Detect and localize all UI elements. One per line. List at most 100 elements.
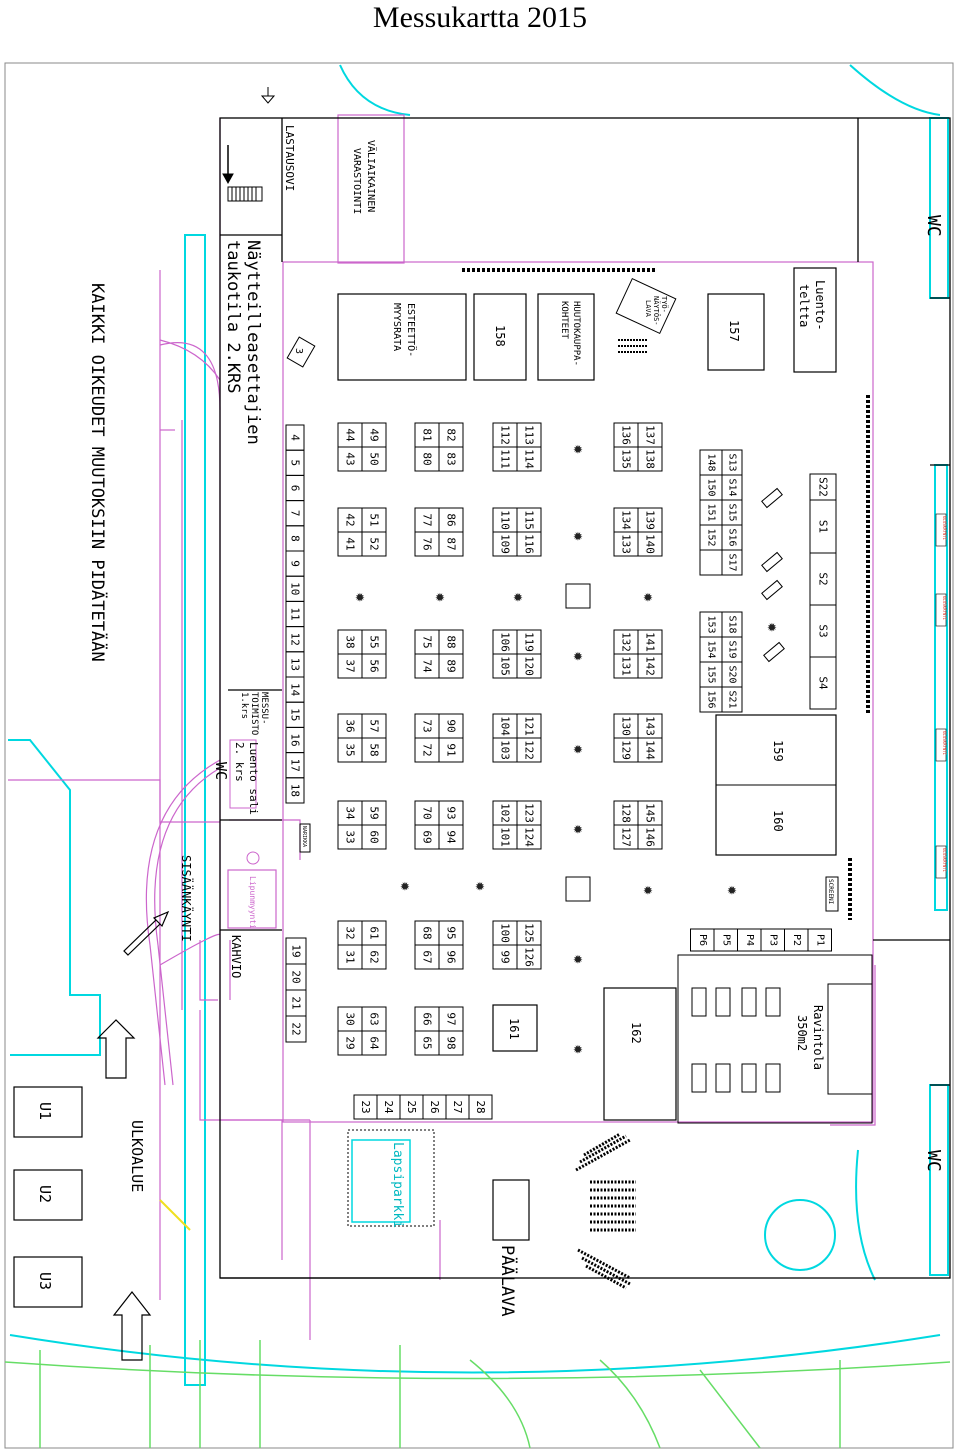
booth-52: 52: [368, 537, 381, 550]
booth-103: 103: [499, 740, 512, 760]
exit-sign-box: [935, 513, 947, 547]
booth-p6-box: [690, 928, 715, 952]
booth-s13: S13: [727, 453, 738, 471]
booth-123: 123: [523, 803, 536, 823]
booth-50: 50: [368, 452, 381, 465]
plant-marker: [565, 876, 591, 902]
booth-35: 35: [344, 743, 357, 756]
lastausovi-label: LASTAUSOVI: [283, 125, 296, 191]
booth-99: 99: [499, 950, 512, 963]
messutoimisto-label-2: TOIMISTO: [249, 692, 259, 735]
tyo-label-2: NÄYTÖS-: [652, 296, 661, 326]
booth-63: 63: [368, 1012, 381, 1025]
stairs: [222, 87, 276, 202]
booth-116: 116: [523, 534, 536, 554]
huutokauppa-label-1: HUUTOKAUPPA-: [571, 301, 581, 366]
ulkoalue-label: ULKOALUE: [128, 1120, 146, 1192]
booth-115: 115: [523, 510, 536, 530]
booth-52-box: [361, 531, 387, 557]
luentoteltta-label-2: teltta: [797, 284, 811, 327]
booth-67: 67: [421, 950, 434, 963]
lipunmyynti-label: Lipunmyynti: [248, 876, 257, 929]
booth-144: 144: [644, 740, 657, 760]
booth-s15: S15: [727, 503, 738, 521]
booth-64: 64: [368, 1036, 381, 1050]
booth-28-box: [468, 1094, 493, 1120]
booth-126-box: [516, 944, 542, 970]
booth-126: 126: [523, 947, 536, 967]
labels: KAIKKI OIKEUDET MUUTOKSIIN PIDÄTETÄÄN LA…: [87, 125, 944, 1317]
booth-151: 151: [706, 503, 717, 521]
booth-60: 60: [368, 830, 381, 843]
luentosali-label-1: Luento sali: [247, 742, 260, 815]
exit-sign-box: [935, 845, 947, 879]
booth-136: 136: [620, 425, 633, 445]
booth-p6: P6: [697, 934, 708, 946]
booth-90: 90: [445, 719, 458, 732]
booth-17: 17: [289, 759, 302, 772]
plant-icon: ✹: [475, 876, 485, 895]
booth-89: 89: [445, 659, 458, 672]
booth-140-box: [637, 531, 663, 557]
exit-sign: ULOSKÄYNTI: [942, 848, 947, 873]
booth-18: 18: [289, 784, 302, 797]
booth-156: 156: [706, 690, 717, 708]
booth-91-box: [438, 737, 464, 763]
booth-p5: P5: [720, 934, 731, 946]
booth-7: 7: [289, 510, 302, 517]
booth-96: 96: [445, 950, 458, 963]
booth-s3: S3: [817, 624, 830, 637]
booth-p1: P1: [814, 934, 825, 946]
booth-15: 15: [289, 708, 302, 721]
booth-96-box: [438, 944, 464, 970]
booth-153: 153: [706, 615, 717, 633]
booth-156-box: [699, 686, 723, 713]
booth-10: 10: [289, 582, 302, 595]
booth-56-box: [361, 653, 387, 679]
nayttely-label-1: Näytteilleasettajien: [243, 240, 263, 445]
booth-94-box: [438, 824, 464, 850]
booth-p2: P2: [791, 934, 802, 946]
booth-119: 119: [523, 632, 536, 652]
booth-12: 12: [289, 633, 302, 646]
booth-159: 159: [771, 740, 785, 762]
booth-120: 120: [523, 656, 536, 676]
plant-icon: ✹: [573, 439, 583, 458]
ground-lines: [4, 1340, 951, 1449]
booth-s19: S19: [727, 640, 738, 658]
messutoimisto-label-1: MESSU-: [259, 692, 269, 725]
booth-116-box: [516, 531, 542, 557]
outdoor-areas: U1 U2 U3: [13, 1086, 83, 1308]
table-icon: [761, 487, 783, 509]
exit-sign-box: [935, 728, 947, 762]
booth-64-box: [361, 1030, 387, 1056]
booth-23: 23: [359, 1100, 372, 1113]
seats-tyo: [618, 339, 648, 353]
plant-icon: ✹: [767, 617, 777, 636]
booth-60-box: [361, 824, 387, 850]
booth-24: 24: [382, 1100, 395, 1114]
booth-133: 133: [620, 534, 633, 554]
booth-124: 124: [523, 827, 536, 847]
booth-112: 112: [499, 425, 512, 445]
luentoteltta-label-1: Luento-: [813, 280, 827, 331]
booth-5: 5: [289, 459, 302, 466]
estetta-label-1: ESTEETTÖ-: [405, 303, 418, 357]
booth-27: 27: [451, 1100, 464, 1113]
site-outline: [8, 64, 949, 1386]
ravintola-label-2: 350m2: [795, 1015, 809, 1051]
booth-122-box: [516, 737, 542, 763]
outdoor-path: [159, 1199, 191, 1231]
booth-20: 20: [290, 970, 303, 983]
booth-s4-box: [809, 656, 837, 710]
plants: ✹✹✹✹✹✹✹✹✹✹✹✹✹✹✹✹: [355, 439, 785, 1058]
wc-top-label: WC: [923, 215, 944, 237]
booth-154: 154: [706, 640, 717, 658]
booth-s20: S20: [727, 665, 738, 683]
booth-146: 146: [644, 827, 657, 847]
plant-icon: ✹: [643, 587, 653, 606]
booth-50-box: [361, 446, 387, 472]
table-icon: [761, 579, 783, 601]
booth-101: 101: [499, 827, 512, 847]
